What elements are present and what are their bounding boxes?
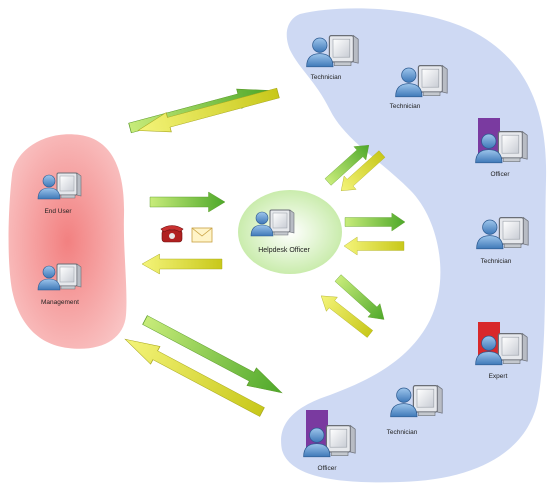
node-technician-3: Technician <box>476 217 529 265</box>
node-end-user: End User <box>37 172 82 215</box>
end-users-zone <box>8 134 127 349</box>
envelope-icon <box>191 227 213 243</box>
node-management: Management <box>37 263 82 306</box>
node-technician-1: Technician <box>306 34 359 81</box>
label-officer-2: Officer <box>317 465 337 472</box>
label-expert: Expert <box>489 373 508 380</box>
arrow-helpdesk-down-out <box>331 270 391 327</box>
label-helpdesk-officer: Helpdesk Officer <box>258 247 310 254</box>
node-technician-2: Technician <box>390 64 448 110</box>
node-technician-4: Technician <box>387 385 443 436</box>
label-technician-2: Technician <box>390 103 421 110</box>
label-technician-4: Technician <box>387 429 418 436</box>
node-officer-1: Officer <box>475 118 528 178</box>
label-end-user: End User <box>44 208 72 215</box>
telephone-icon <box>160 225 184 243</box>
label-technician-1: Technician <box>311 74 342 81</box>
label-management: Management <box>41 299 79 306</box>
arrow-helpdesk-down-back <box>315 288 376 342</box>
node-helpdesk-officer: Helpdesk Officer <box>250 209 310 254</box>
node-officer-2: Officer <box>303 410 356 472</box>
arrow-helpdesk-right-back <box>343 236 405 256</box>
arrow-helpdesk-right-out <box>344 212 406 232</box>
label-officer-1: Officer <box>490 171 510 178</box>
arrow-users-to-helpdesk <box>149 191 226 213</box>
arrow-helpdesk-to-users <box>141 253 223 275</box>
node-expert: Expert <box>475 322 528 380</box>
label-technician-3: Technician <box>481 258 512 265</box>
